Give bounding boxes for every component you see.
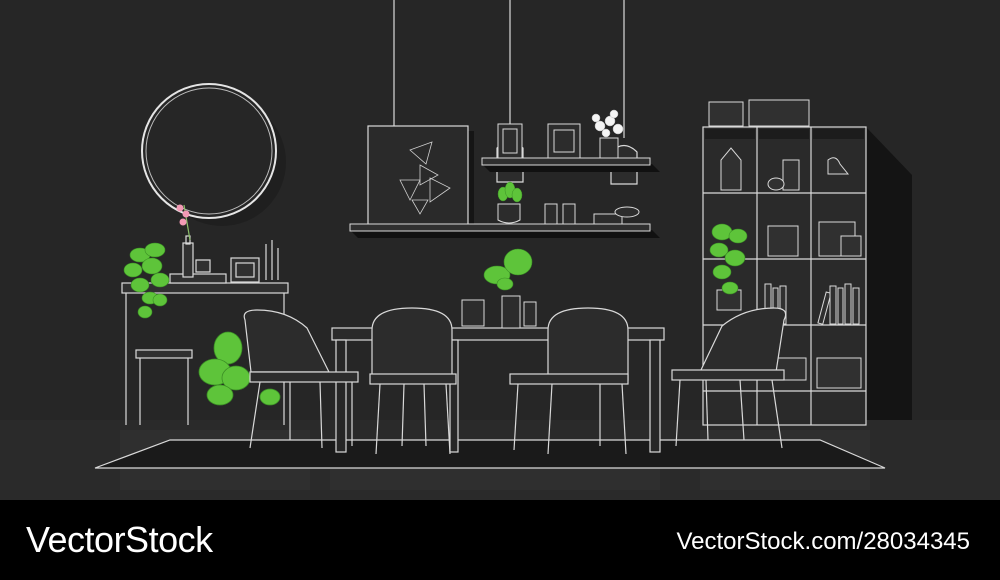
rug <box>94 439 886 469</box>
table-centerpiece <box>461 295 537 329</box>
round-mirror-icon <box>141 83 286 226</box>
image-id-text: VectorStock.com/28034345 <box>676 528 970 555</box>
geometric-art-frame-icon <box>367 125 474 230</box>
dining-chair-icon <box>243 307 787 455</box>
small-potted-plant-icon <box>497 181 523 203</box>
pothos-plant-icon <box>123 242 170 319</box>
shelf-decor-upper <box>497 123 619 159</box>
wall-shelf-icon <box>349 157 660 238</box>
orchid-flower-icon <box>176 204 191 241</box>
monstera-centerpiece-icon <box>483 248 533 291</box>
footer-bar <box>0 500 1000 580</box>
bookcase-decor <box>716 147 862 325</box>
bookcase-boxes <box>708 99 862 389</box>
brand-logo-text: VectorStock <box>26 519 213 560</box>
shelf-decor-lower <box>497 203 640 225</box>
white-flowers-icon <box>591 109 624 138</box>
console-table-icon <box>121 235 289 425</box>
dining-room-scene <box>0 0 1000 500</box>
pothos-plant-bookcase-icon <box>709 223 748 295</box>
monstera-plant-icon <box>198 331 281 406</box>
